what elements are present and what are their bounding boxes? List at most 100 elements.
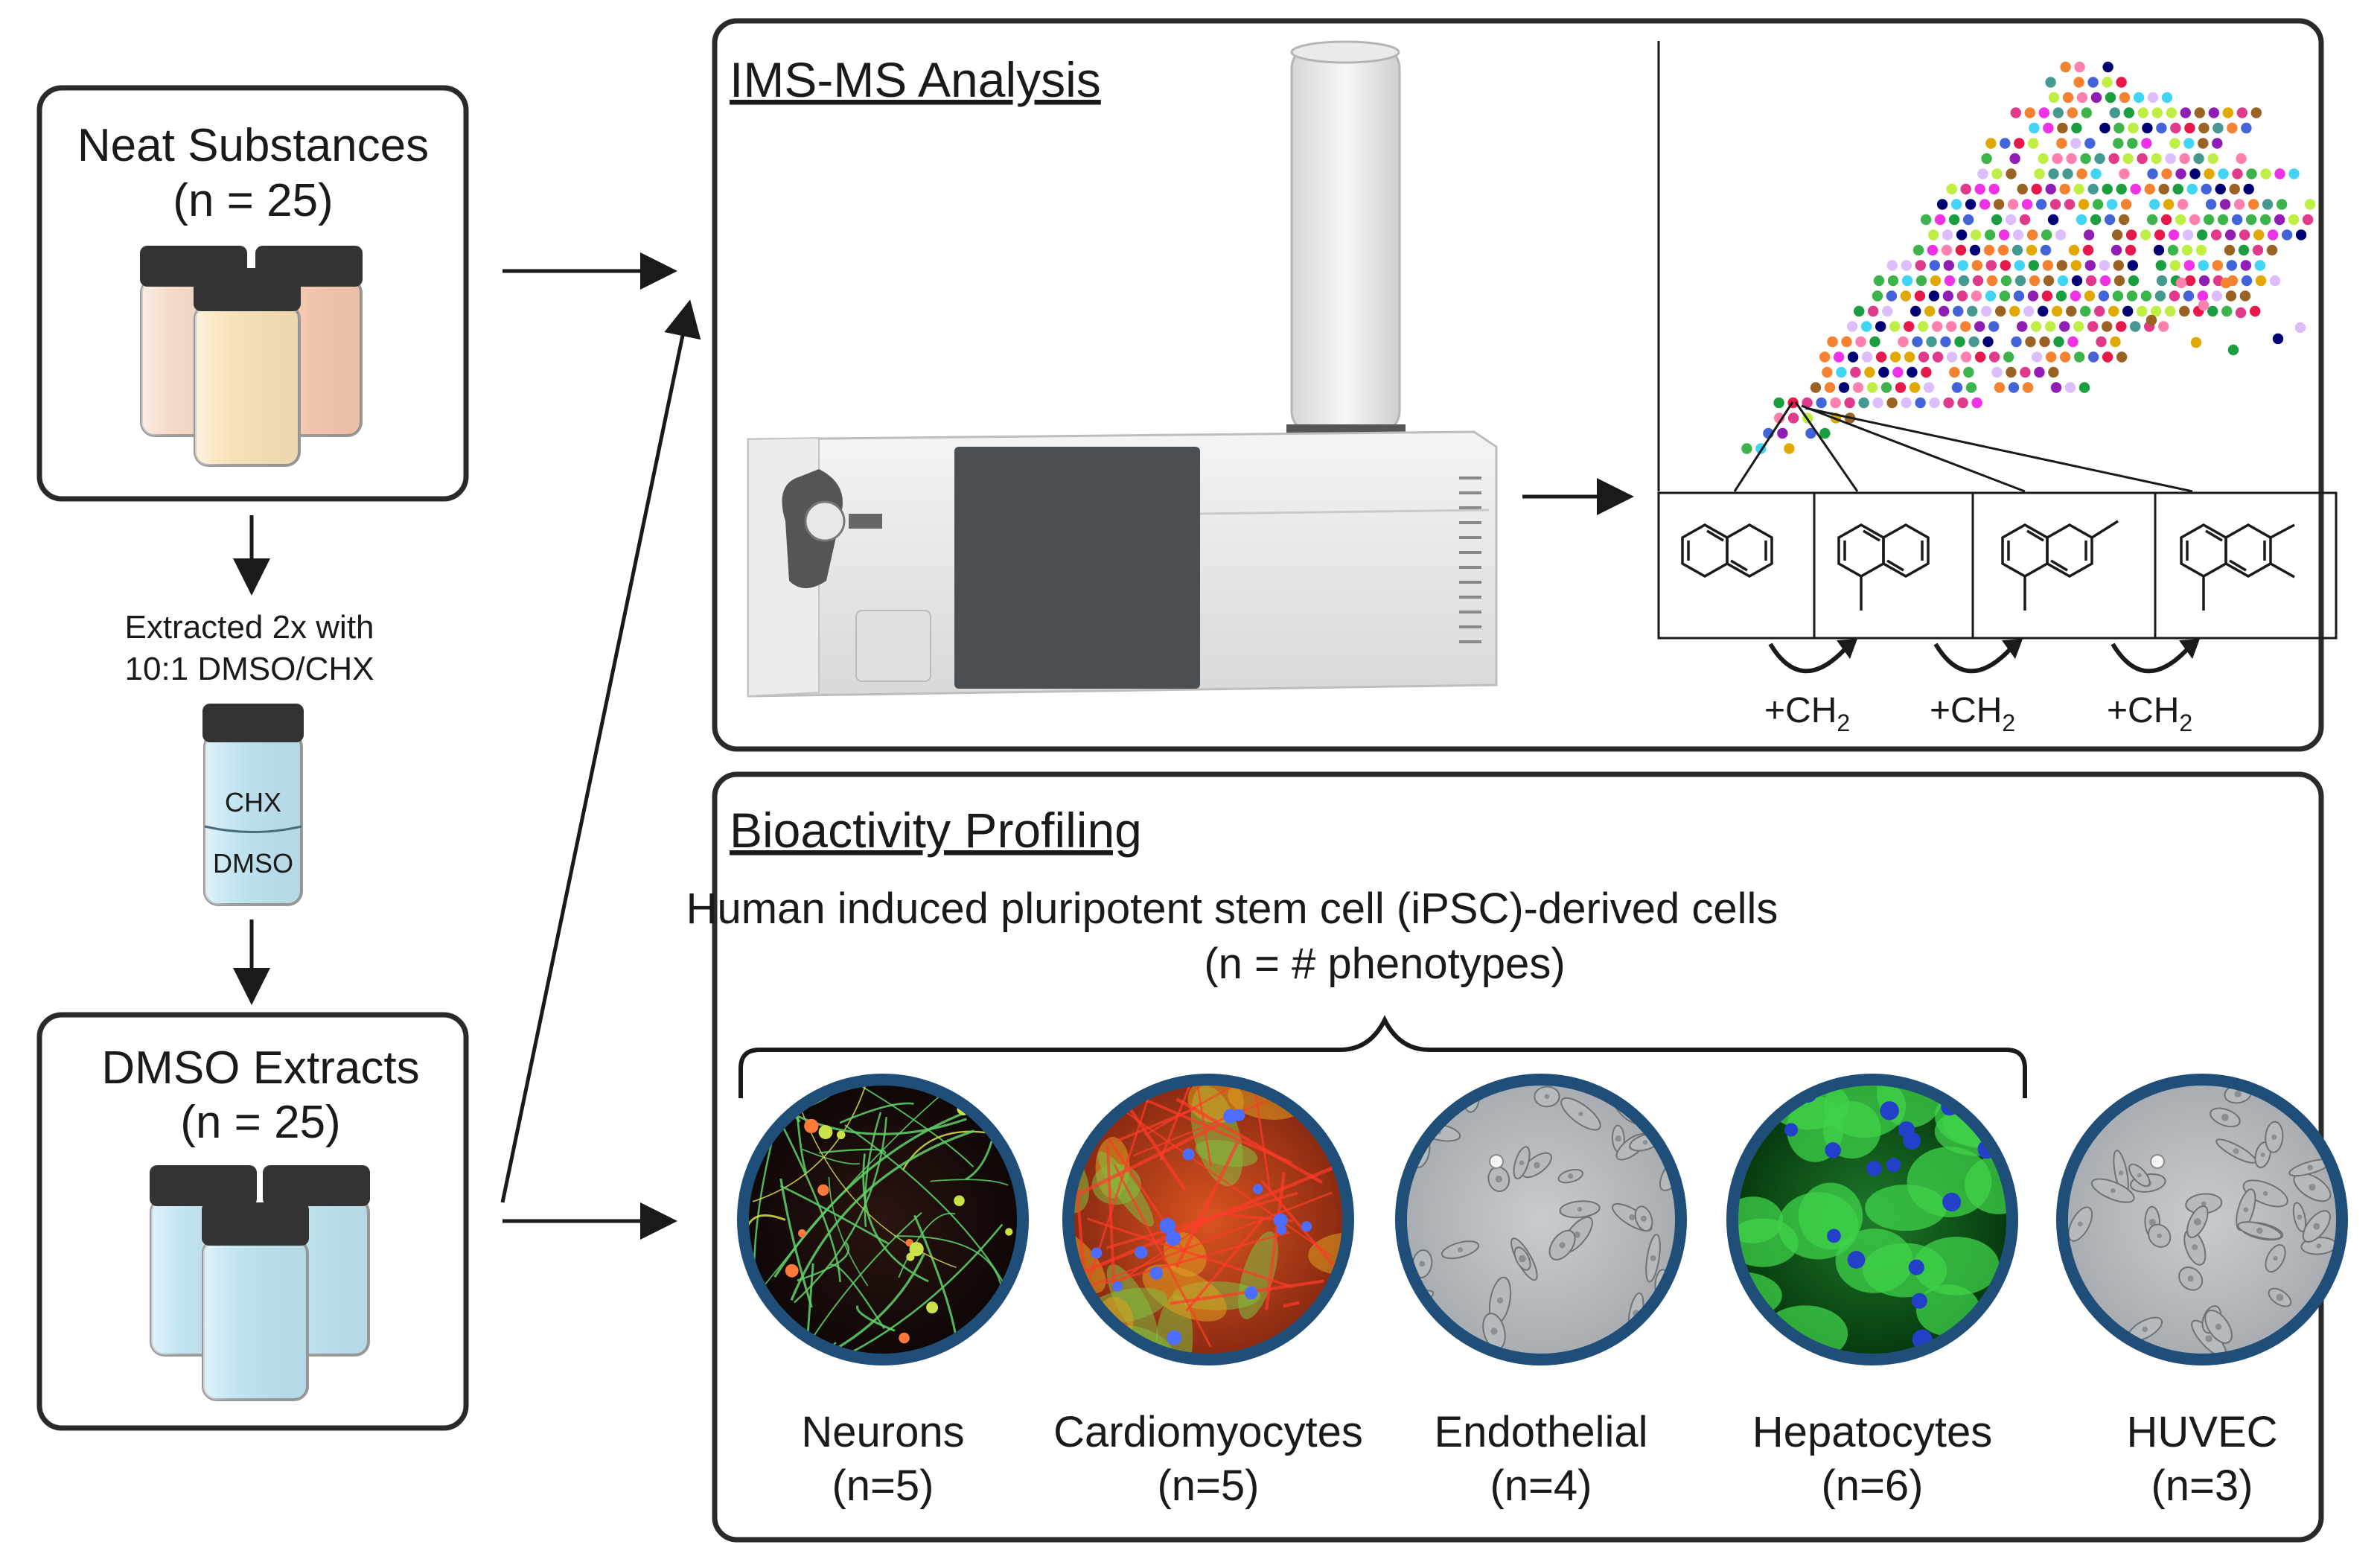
ims-feature-dot	[1921, 366, 1932, 378]
ims-feature-dot	[2210, 229, 2222, 240]
ims-feature-dot	[2182, 229, 2194, 240]
ims-feature-dot	[2108, 153, 2119, 165]
ims-feature-dot	[2147, 168, 2158, 179]
cell-label-endothelial: Endothelial	[1435, 1408, 1648, 1456]
ims-feature-dot	[1981, 153, 1992, 165]
ims-feature-dot	[2250, 107, 2262, 118]
ims-feature-dot	[2198, 260, 2209, 271]
ims-feature-dot	[2067, 107, 2078, 118]
ims-feature-dot	[2194, 107, 2205, 118]
ims-feature-dot	[2140, 290, 2152, 302]
ims-feature-dot	[2005, 214, 2017, 226]
ims-feature-dot	[2025, 336, 2036, 348]
ims-feature-dot	[1934, 214, 1946, 226]
ims-feature-dot	[1805, 427, 1816, 439]
ims-feature-dot	[2227, 122, 2238, 134]
ims-feature-dot	[2066, 153, 2077, 165]
ims-feature-dot	[2119, 92, 2131, 103]
ims-feature-dot	[1847, 351, 1859, 363]
ims-feature-dot	[2246, 168, 2257, 179]
ims-feature-dot	[2243, 183, 2254, 195]
ims-feature-dot	[2148, 199, 2160, 210]
ims-feature-dot	[2102, 351, 2113, 363]
ims-feature-dot	[2070, 290, 2081, 302]
ims-feature-dot	[1912, 336, 1923, 348]
ims-feature-dot	[2098, 290, 2110, 302]
ims-feature-dot	[1875, 351, 1887, 363]
ch2-label-2: +CH2	[1930, 691, 2015, 736]
ims-feature-dot	[2102, 77, 2113, 88]
ipsc-brace	[738, 1015, 2027, 1098]
ims-feature-dot	[2122, 153, 2134, 165]
ims-feature-dot	[2197, 290, 2209, 302]
ims-feature-dot	[2177, 199, 2189, 210]
ims-feature-dot	[2092, 199, 2104, 210]
ims-feature-dot	[2028, 260, 2039, 271]
ims-feature-dot	[2198, 122, 2210, 134]
ims-feature-dot	[2010, 107, 2021, 118]
ims-feature-dot	[2212, 138, 2223, 149]
ims-feature-dot	[2183, 290, 2195, 302]
ims-feature-dot	[1960, 183, 1971, 195]
extraction-text-line2: 10:1 DMSO/CHX	[125, 651, 374, 687]
ims-feature-dot	[1986, 275, 1998, 287]
ims-feature-dot	[2207, 153, 2218, 165]
ims-feature-dot	[2087, 351, 2099, 363]
ims-feature-dot	[2048, 168, 2059, 179]
ims-feature-dot	[1971, 260, 1982, 271]
ims-feature-dot	[2276, 199, 2288, 210]
ims-feature-dot	[2154, 229, 2166, 240]
ims-feature-dot	[2142, 122, 2153, 134]
ims-feature-dot	[2113, 260, 2124, 271]
ims-feature-dot	[1900, 290, 1912, 302]
ims-feature-dot	[2099, 260, 2110, 271]
ims-feature-dot	[2059, 351, 2071, 363]
ims-feature-dot	[2198, 299, 2210, 311]
ims-feature-dot	[1960, 321, 1971, 332]
ims-feature-dot	[1787, 412, 1799, 424]
ims-feature-dot	[1971, 290, 1982, 302]
ims-feature-dot	[2116, 183, 2127, 195]
ims-feature-dot	[1982, 336, 1994, 348]
ims-feature-dot	[2253, 229, 2265, 240]
ims-feature-dot	[2000, 138, 2011, 149]
ims-feature-dot	[1985, 290, 1997, 302]
ims-feature-dot	[1852, 382, 1864, 393]
ims-feature-dot	[2229, 183, 2240, 195]
ims-feature-dot	[2147, 92, 2159, 103]
bioactivity-subtitle-line1: Human induced pluripotent stem cell (iPS…	[686, 885, 1778, 933]
ims-feature-dot	[1954, 336, 1965, 348]
ims-feature-dot	[1889, 321, 1901, 332]
ims-feature-dot	[2006, 366, 2017, 378]
ims-feature-dot	[2179, 305, 2190, 317]
ims-feature-dot	[1858, 397, 1869, 409]
ims-feature-dot	[1956, 290, 1968, 302]
ims-feature-dot	[2260, 168, 2271, 179]
ims-feature-dot	[2049, 199, 2061, 210]
ims-feature-dot	[2029, 122, 2040, 134]
ims-feature-dot	[2175, 168, 2186, 179]
ims-feature-dot	[2081, 107, 2092, 118]
ims-feature-dot	[2105, 92, 2116, 103]
ims-feature-dot	[2106, 199, 2118, 210]
ims-feature-dot	[2014, 275, 2026, 287]
ims-feature-dot	[2212, 260, 2223, 271]
ims-feature-dot	[1994, 382, 2006, 393]
cell-count-huvec: (n=3)	[2151, 1462, 2253, 1510]
ims-feature-dot	[2041, 290, 2053, 302]
ims-feature-dot	[1901, 260, 1912, 271]
ims-feature-dot	[2045, 321, 2056, 332]
ims-feature-dot	[1904, 321, 1915, 332]
ims-feature-dot	[2165, 153, 2176, 165]
ims-feature-dot	[1886, 260, 1898, 271]
ims-feature-dot	[2127, 138, 2138, 149]
ims-feature-dot	[1965, 199, 1977, 210]
ims-feature-dot	[2090, 168, 2102, 179]
ims-feature-dot	[2076, 214, 2087, 226]
ims-feature-dot	[2294, 322, 2306, 334]
ims-feature-dot	[2007, 199, 2019, 210]
ims-feature-dot	[2259, 214, 2271, 226]
ims-feature-dot	[1887, 275, 1899, 287]
ims-feature-dot	[1895, 382, 1907, 393]
ims-feature-dot	[2183, 260, 2195, 271]
